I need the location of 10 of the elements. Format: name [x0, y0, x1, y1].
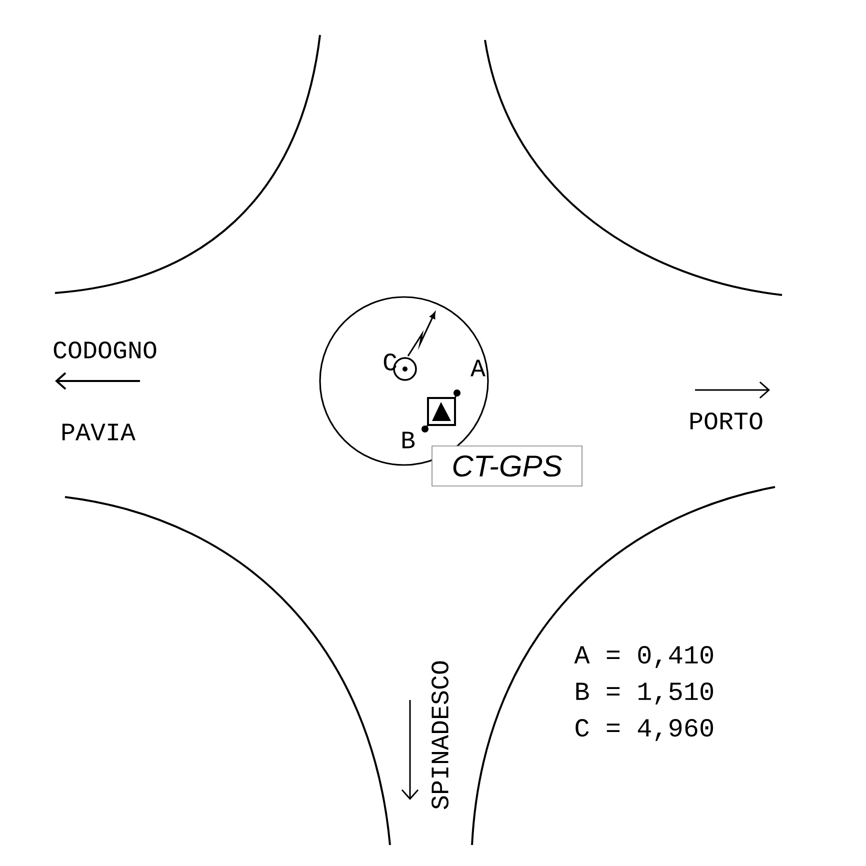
point-label: A	[470, 360, 486, 376]
place-label: PAVIA	[62, 424, 136, 440]
place-label: SPINADESCO	[432, 661, 448, 810]
place-label: CODOGNO	[54, 342, 156, 358]
label-box: CT-GPS	[432, 446, 582, 486]
distance-label: B = 1,510	[576, 682, 714, 704]
distance-label: A = 0,410	[574, 646, 714, 668]
distance-label: C = 4,960	[576, 719, 714, 741]
place-label: PORTO	[690, 412, 762, 430]
point-label: B	[402, 432, 415, 448]
